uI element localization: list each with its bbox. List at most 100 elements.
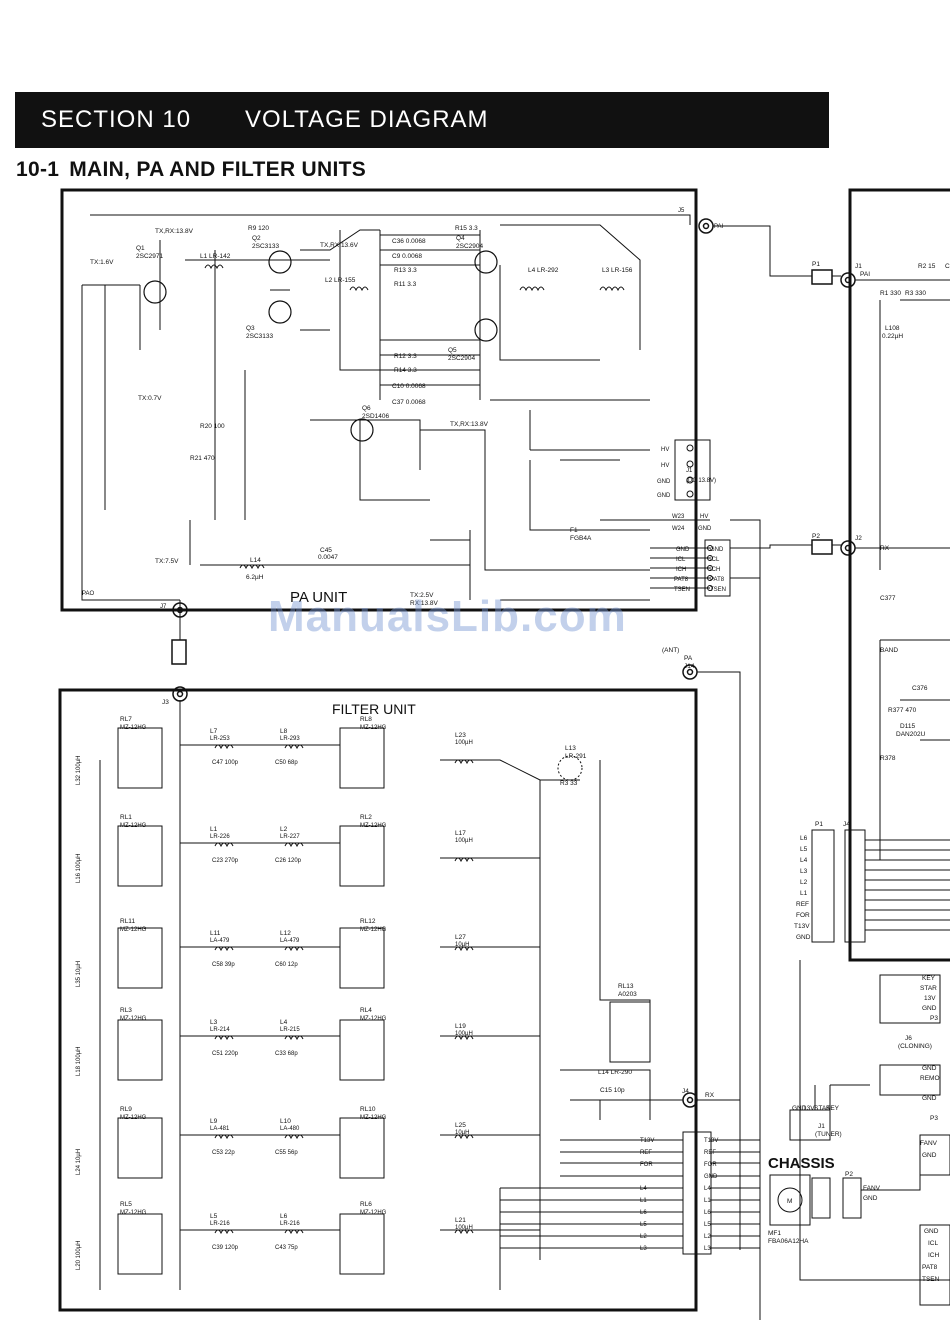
pa-connector-label: TSEN xyxy=(710,587,726,593)
pa-part-label: 2SC2971 xyxy=(136,253,163,260)
filter-capacitor-label: C50 68p xyxy=(275,760,298,766)
filter-connector-label: L5 xyxy=(704,1222,711,1228)
main-part-label: ICL xyxy=(928,1240,939,1247)
pa-part-label: L14 xyxy=(250,557,261,564)
pa-part-label: C10 0.0068 xyxy=(392,383,426,390)
main-part-label: (CLONING) xyxy=(898,1043,932,1050)
main-part-label: P3 xyxy=(930,1015,938,1022)
pa-part-label: 2SC3133 xyxy=(252,243,279,250)
pa-part-label: Q3 xyxy=(246,325,255,332)
filter-inductor-label: L4 xyxy=(280,1019,288,1026)
main-part-label: L3 xyxy=(800,868,808,875)
main-part-label: GND xyxy=(863,1195,878,1202)
filter-inductor-label: L2 xyxy=(280,826,288,833)
pa-part-label: 0.0047 xyxy=(318,554,338,561)
main-part-label: PAI xyxy=(860,271,870,278)
filter-inductor-label: L6 xyxy=(280,1213,288,1220)
main-part-label: P1 xyxy=(815,821,823,828)
filter-inductor-label: L10 xyxy=(280,1118,291,1125)
pa-part-label: L2 LR-155 xyxy=(325,277,356,284)
filter-capacitor-label: C43 75p xyxy=(275,1245,298,1251)
subtitle-text: MAIN, PA AND FILTER UNITS xyxy=(69,158,367,181)
filter-capacitor-label: C23 270p xyxy=(212,858,239,864)
pa-connector-label: PAO xyxy=(82,591,95,597)
filter-relay-label: RL7 xyxy=(120,716,132,723)
main-part-label: DAN202U xyxy=(896,731,926,738)
main-part-label: L5 xyxy=(800,846,808,853)
main-components xyxy=(769,829,950,1306)
pa-part-label: 2SC2904 xyxy=(448,355,475,362)
filter-output-inductor-label: L27 xyxy=(455,934,466,941)
main-part-label: REF xyxy=(796,901,809,908)
filter-connector-label: L6 xyxy=(704,1210,711,1216)
filter-inductor-type: LR-216 xyxy=(210,1221,230,1227)
filter-output-inductor-label: L19 xyxy=(455,1023,466,1030)
pa-part-label: Q5 xyxy=(448,347,457,354)
pa-part-label: TX,RX:13.8V xyxy=(450,421,489,428)
pa-connector-label: HV xyxy=(661,463,669,469)
main-part-label: KEY xyxy=(922,975,936,982)
section-header: SECTION 10 VOLTAGE DIAGRAM xyxy=(15,92,829,148)
filter-misc-label: R3 33 xyxy=(560,780,578,787)
filter-misc-label: J3 xyxy=(162,699,169,706)
pa-connector-j1-frame xyxy=(674,439,731,597)
main-part-label: J2 xyxy=(855,535,862,542)
main-part-label: R378 xyxy=(880,755,896,762)
pa-part-label: F1 xyxy=(570,527,578,534)
main-part-label: BAND xyxy=(880,647,898,654)
pa-connector-label: GND xyxy=(657,493,671,499)
filter-inductor-type: LA-479 xyxy=(210,938,230,944)
filter-inductor-type: LR-253 xyxy=(210,736,230,742)
filter-output-inductor-value: 10µH xyxy=(455,1130,469,1136)
main-part-label: STAR xyxy=(814,1105,831,1112)
filter-coil-label: L16 100µH xyxy=(76,854,82,883)
pa-unit-title: PA UNIT xyxy=(290,589,347,606)
filter-inductor-label: L1 xyxy=(210,826,218,833)
filter-relay-label: RL8 xyxy=(360,716,372,723)
pa-wiring xyxy=(81,214,710,640)
filter-capacitor-label: C26 120p xyxy=(275,858,302,864)
main-part-label: FBA06A12HA xyxy=(768,1238,809,1245)
pa-connector-label: J5 xyxy=(678,208,685,214)
transistor-q5-symbol xyxy=(474,318,498,342)
main-part-label: 13V xyxy=(924,995,936,1002)
filter-misc-label: RX xyxy=(705,1092,715,1099)
main-part-label: TSEN xyxy=(922,1276,940,1283)
main-part-label: MF1 xyxy=(768,1230,781,1237)
filter-capacitor-label: C58 39p xyxy=(212,962,235,968)
pa-part-label: R14 3.3 xyxy=(394,367,417,374)
pa-connector-label: PAT8 xyxy=(674,577,689,583)
filter-coil-label: L24 10µH xyxy=(76,1149,82,1175)
pa-connector-label: PAI xyxy=(714,224,724,230)
filter-relay-type: MZ-12HG xyxy=(360,1016,387,1022)
pa-part-label: R11 3.3 xyxy=(394,281,417,288)
filter-connector-label: L1 xyxy=(704,1198,711,1204)
filter-connector-label: REF xyxy=(640,1150,652,1156)
filter-inductor-type: LR-214 xyxy=(210,1027,230,1033)
filter-output-inductor-label: L21 xyxy=(455,1217,466,1224)
pa-connector-label: J7 xyxy=(160,604,167,610)
transistor-q6-symbol xyxy=(350,418,374,442)
pa-connector-label: ICH xyxy=(676,567,686,573)
filter-misc-label: LR-291 xyxy=(565,753,587,760)
main-part-label: 0.22µH xyxy=(882,333,903,340)
filter-output-inductor-value: 100µH xyxy=(455,838,473,844)
filter-output-inductor-value: 100µH xyxy=(455,740,473,746)
transistor-q4-symbol xyxy=(474,250,498,274)
filter-misc-label: A0203 xyxy=(618,991,637,998)
filter-misc-label: PA xyxy=(684,655,693,662)
pa-part-label: Q4 xyxy=(456,235,465,242)
filter-coil-label: L18 100µH xyxy=(76,1047,82,1076)
main-part-label: J4 xyxy=(843,821,850,828)
filter-capacitor-label: C47 100p xyxy=(212,760,239,766)
filter-inductor-label: L9 xyxy=(210,1118,218,1125)
pa-connector-label: ICL xyxy=(676,557,686,563)
pa-connector-label: ICL xyxy=(710,557,720,563)
filter-output-inductor-value: 10µH xyxy=(455,942,469,948)
filter-connector-label: L2 xyxy=(704,1234,711,1240)
main-part-label: C376 xyxy=(912,685,928,692)
main-part-label: L2 xyxy=(800,879,808,886)
filter-relay-type: MZ-12HG xyxy=(120,927,147,933)
filter-inductor-type: LR-226 xyxy=(210,834,230,840)
